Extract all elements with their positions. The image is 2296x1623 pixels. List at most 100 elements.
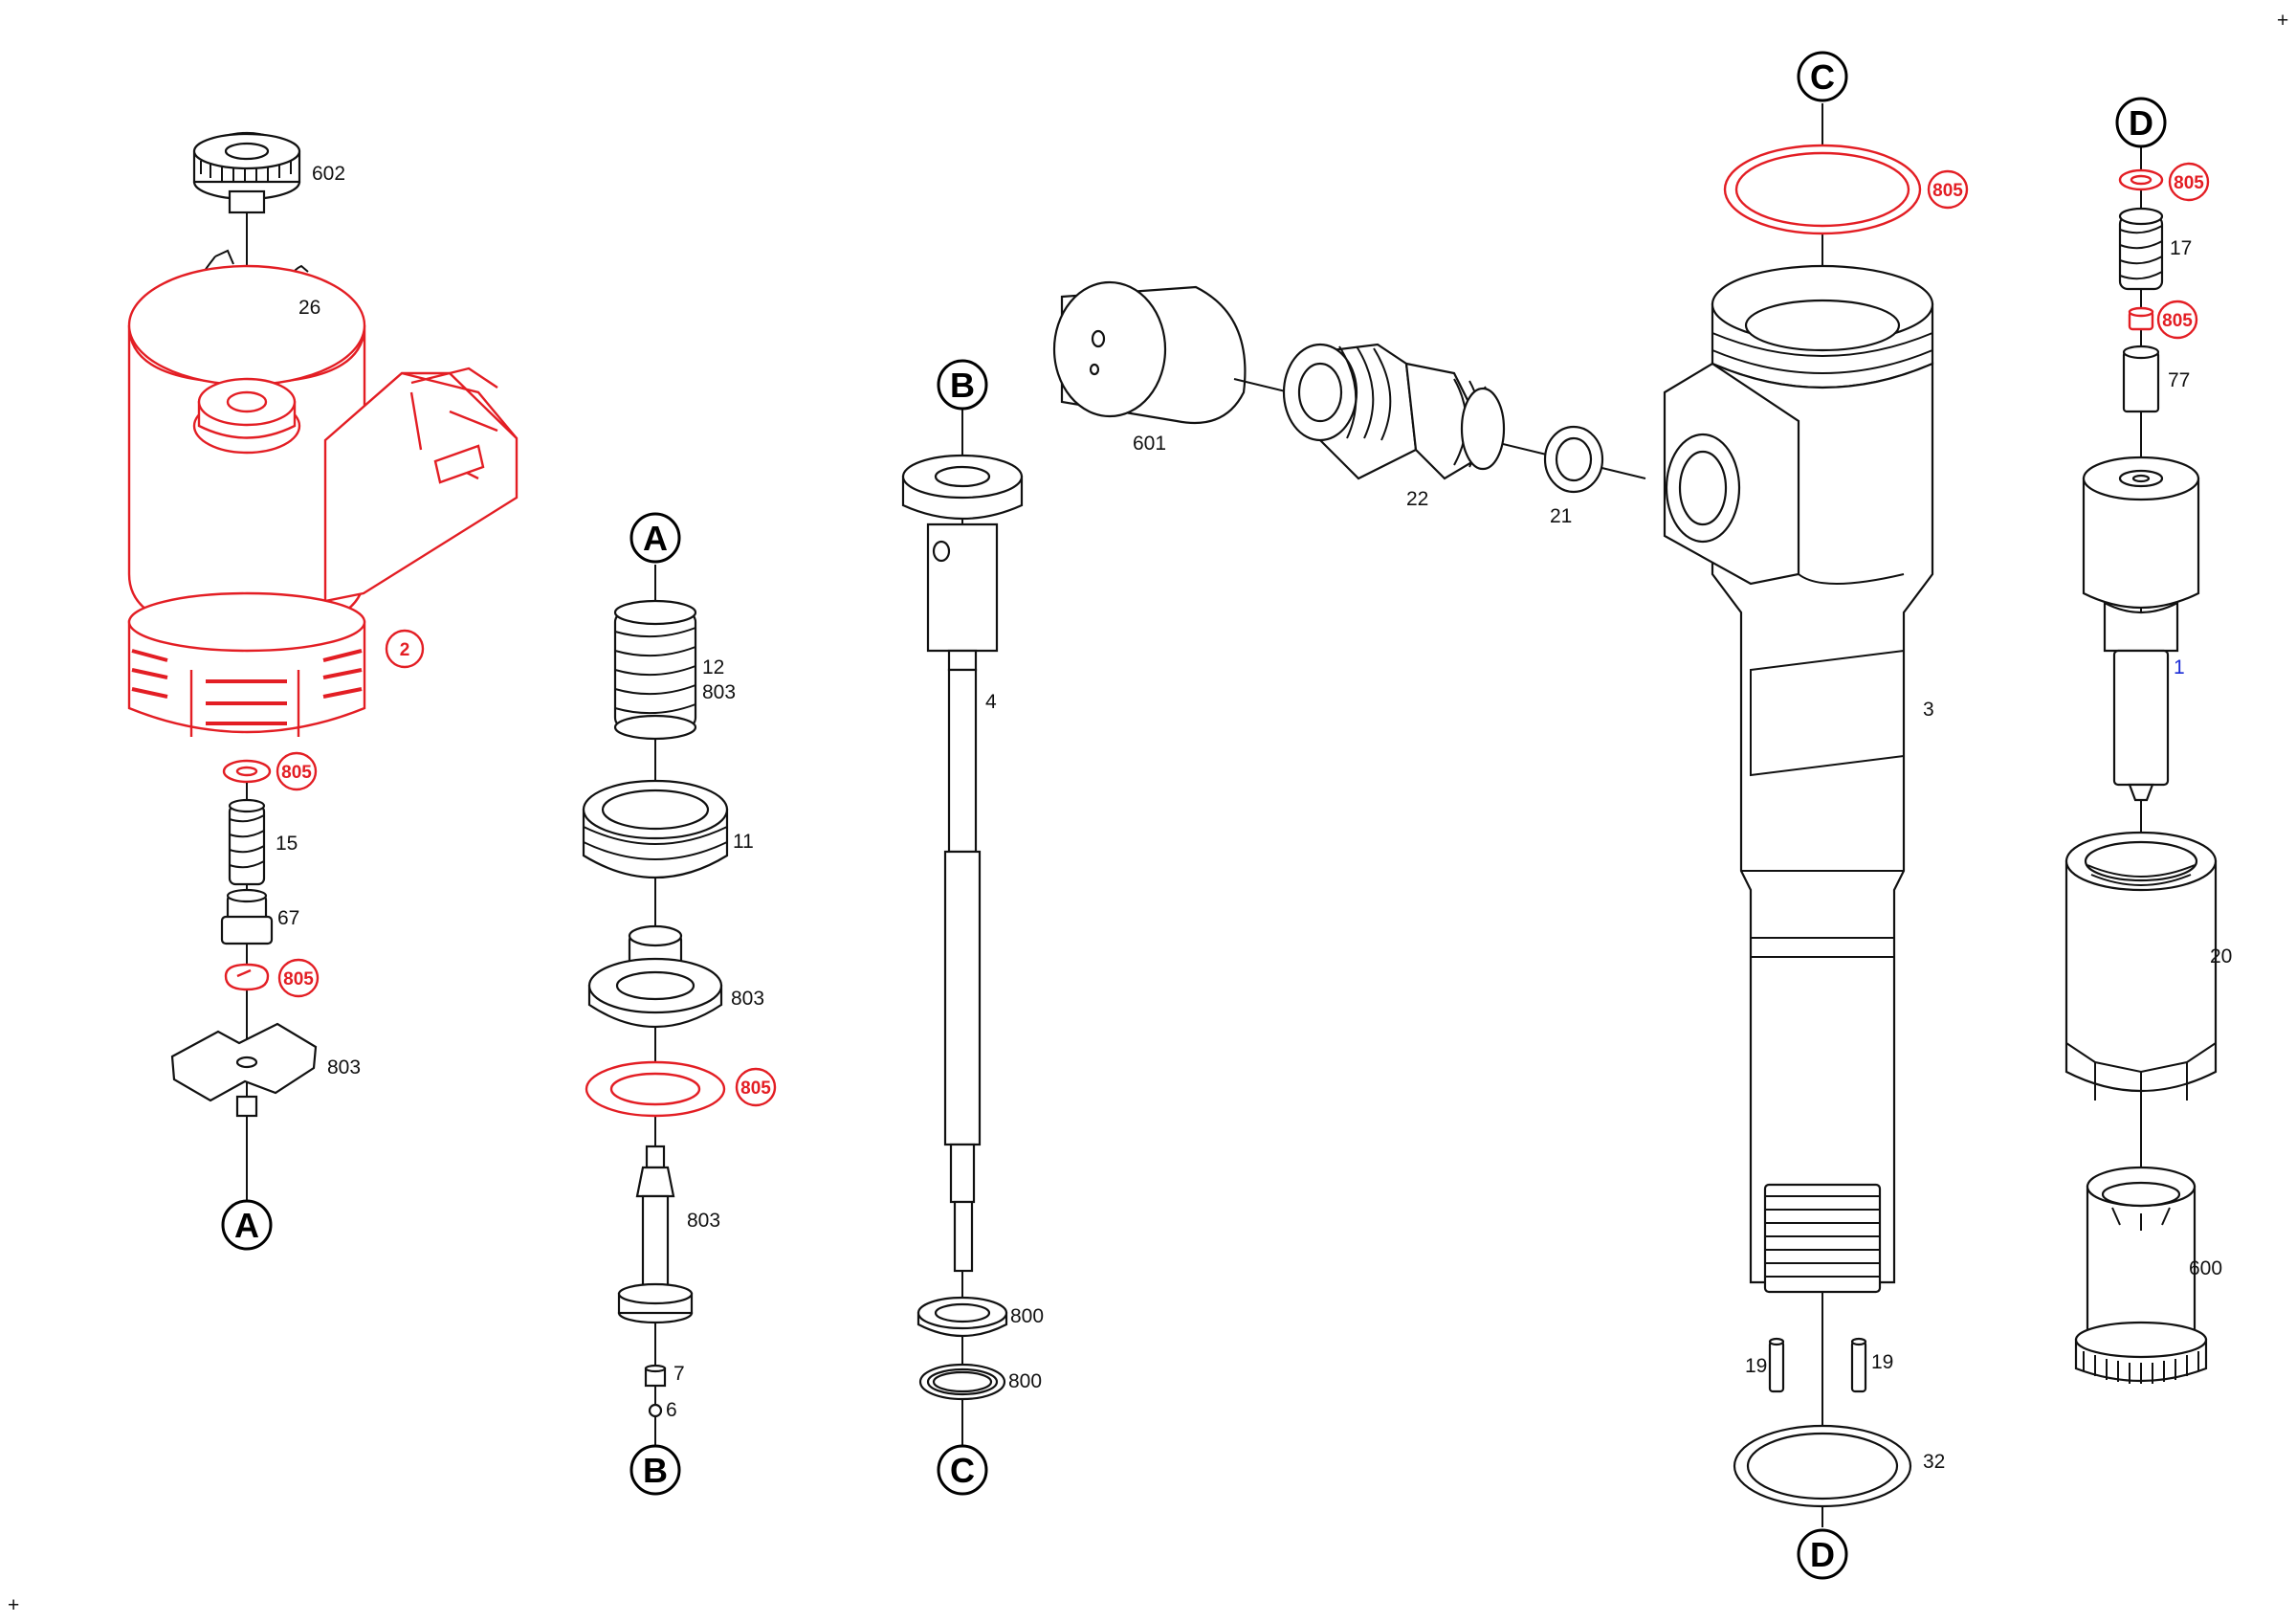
highlight-label-h805f[interactable]: 805: [2156, 300, 2198, 340]
part-label-p22[interactable]: 22: [1406, 488, 1428, 510]
connector-circle: [1797, 1528, 1848, 1580]
highlight-number: 805: [1932, 181, 1963, 201]
highlight-label-h805a[interactable]: 805: [276, 751, 318, 791]
part-label-p803d[interactable]: 803: [687, 1210, 720, 1232]
part-label-p19b[interactable]: 19: [1871, 1351, 1893, 1373]
highlight-number: 805: [2162, 311, 2193, 331]
part-805-small-ring-right-2[interactable]: [2128, 306, 2154, 331]
part-805-big-ring[interactable]: [1723, 103, 1922, 325]
highlight-number: 805: [281, 763, 312, 783]
connector-letter: B: [950, 366, 975, 405]
connector-D-top[interactable]: D: [2115, 97, 2167, 148]
part-label-p67[interactable]: 67: [277, 907, 299, 929]
part-label-p15[interactable]: 15: [276, 833, 298, 855]
connector-letter: D: [1810, 1535, 1835, 1574]
part-label-p800a[interactable]: 800: [1010, 1305, 1044, 1327]
part-32-ring[interactable]: [1733, 1424, 1912, 1508]
part-label-p20[interactable]: 20: [2210, 945, 2232, 967]
info-labels: 1: [2174, 656, 2185, 678]
part-20-nozzle-nut[interactable]: [2064, 831, 2218, 1110]
part-15-spring[interactable]: [228, 783, 266, 1225]
part-label-p19a[interactable]: 19: [1745, 1355, 1767, 1377]
part-7-small-pin[interactable]: [644, 1364, 667, 1388]
connector-circle: [937, 1444, 988, 1496]
highlight-label-h805c[interactable]: 805: [735, 1067, 777, 1107]
part-6-ball[interactable]: [648, 1403, 663, 1418]
connector-B-bottom[interactable]: B: [629, 1444, 681, 1496]
part-label-p601[interactable]: 601: [1133, 433, 1166, 455]
part-805-washer-left-1[interactable]: [222, 759, 272, 784]
part-602-knurled-nut[interactable]: [192, 131, 301, 411]
part-19-pin-right[interactable]: [1850, 1337, 1867, 1393]
highlight-number: 805: [2174, 173, 2204, 193]
part-label-p77[interactable]: 77: [2168, 369, 2190, 391]
highlight-circle: [276, 751, 318, 791]
connector-circle: [629, 1444, 681, 1496]
connector-A-top[interactable]: A: [629, 512, 681, 564]
connector-letter: A: [234, 1206, 259, 1245]
part-label-p602[interactable]: 602: [312, 163, 345, 185]
connector-D-bottom[interactable]: D: [1797, 1528, 1848, 1580]
part-12-spring[interactable]: [613, 565, 697, 1455]
part-800-washer-2[interactable]: [918, 1363, 1006, 1401]
highlight-circle: [385, 629, 425, 669]
highlight-circle: [2168, 162, 2210, 202]
highlight-label-h805d[interactable]: 805: [1927, 169, 1969, 210]
part-22-inlet-fitting[interactable]: [1233, 343, 1646, 480]
part-805-ring-second[interactable]: [585, 1060, 726, 1118]
highlight-label-h2[interactable]: 2: [385, 629, 425, 669]
part-17-spring[interactable]: [2118, 207, 2164, 291]
part-label-p3[interactable]: 3: [1923, 699, 1934, 721]
part-803-armature-pin[interactable]: [617, 1145, 694, 1324]
info-label-i1[interactable]: 1: [2174, 656, 2185, 678]
connector-letter: B: [643, 1451, 668, 1490]
part-label-p4[interactable]: 4: [985, 691, 997, 713]
part-3-injector-body[interactable]: [1663, 264, 1934, 1284]
part-19-pin-left[interactable]: [1768, 1337, 1785, 1393]
connector-C-top[interactable]: C: [1797, 51, 1848, 102]
part-label-p21[interactable]: 21: [1550, 505, 1572, 527]
connector-A-bottom[interactable]: A: [221, 1199, 273, 1251]
part-label-p26[interactable]: 26: [298, 297, 320, 319]
connector-letter: D: [2129, 103, 2153, 143]
connector-circle: [629, 512, 681, 564]
part-label-p17[interactable]: 17: [2170, 237, 2192, 259]
part-77-spacer[interactable]: [2122, 345, 2160, 413]
connector-letter: C: [1810, 57, 1835, 97]
connector-C-bottom[interactable]: C: [937, 1444, 988, 1496]
connector-B-top[interactable]: B: [937, 359, 988, 411]
part-label-p803c[interactable]: 803: [731, 988, 764, 1010]
part-11-nut[interactable]: [582, 779, 729, 878]
part-803-armature-disc[interactable]: [170, 1022, 318, 1118]
part-label-p12[interactable]: 12: [702, 656, 724, 678]
part-803-valve-piece[interactable]: [587, 924, 723, 1028]
part-label-p803b[interactable]: 803: [702, 681, 736, 703]
part-2-solenoid-magnet[interactable]: [127, 230, 519, 737]
part-label-p6[interactable]: 6: [666, 1399, 677, 1421]
part-601-cap[interactable]: [1052, 280, 1247, 425]
part-21-washer[interactable]: [1543, 425, 1604, 494]
part-label-p11[interactable]: 11: [733, 831, 754, 853]
connector-circle: [2115, 97, 2167, 148]
part-number-labels: 6022615678031280311803803764800800601222…: [276, 163, 2232, 1473]
part-600-protective-cap[interactable]: [2074, 1166, 2208, 1384]
part-67-armature-sleeve[interactable]: [220, 888, 274, 945]
connector-circle: [937, 359, 988, 411]
part-3-thread[interactable]: [1763, 1183, 1882, 1527]
connector-letter: A: [643, 519, 668, 558]
part-label-p32[interactable]: 32: [1923, 1451, 1945, 1473]
part-label-p803a[interactable]: 803: [327, 1056, 361, 1078]
highlight-circle: [277, 958, 320, 998]
part-4-valve-piston[interactable]: [901, 410, 1024, 1455]
part-1-nozzle[interactable]: [2082, 456, 2200, 802]
highlight-number: 805: [740, 1078, 771, 1099]
highlight-label-h805e[interactable]: 805: [2168, 162, 2210, 202]
highlight-number: 805: [283, 969, 314, 989]
part-800-washer-1[interactable]: [916, 1296, 1008, 1338]
part-label-p600[interactable]: 600: [2189, 1257, 2222, 1279]
part-label-p800b[interactable]: 800: [1008, 1370, 1042, 1392]
part-805-ring-left-2[interactable]: [224, 963, 270, 991]
highlight-label-h805b[interactable]: 805: [277, 958, 320, 998]
part-label-p7[interactable]: 7: [673, 1363, 685, 1385]
